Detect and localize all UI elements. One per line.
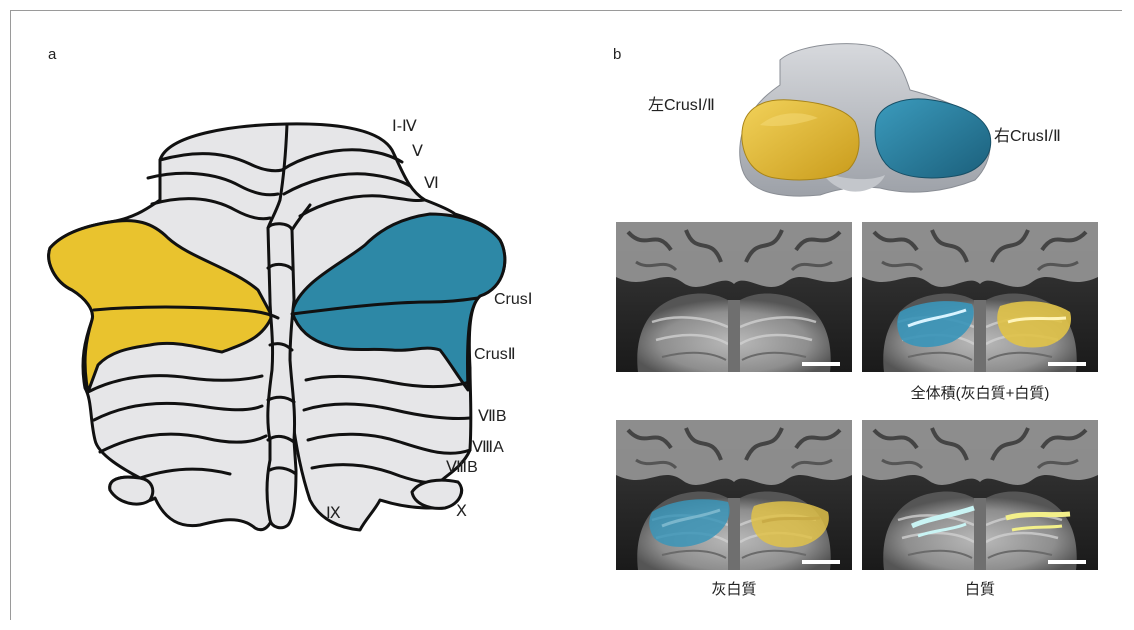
label-lobule-viiib: ⅧB <box>446 459 478 476</box>
scale-bar <box>802 362 840 366</box>
left-crus-label: 左CrusⅠ/Ⅱ <box>648 96 715 114</box>
scale-bar <box>1048 560 1086 564</box>
scale-bar <box>802 560 840 564</box>
panel-b-letter: b <box>613 46 621 63</box>
label-lobule-viib: ⅦB <box>478 408 507 425</box>
label-crus-i: CrusⅠ <box>494 291 533 308</box>
caption-white-matter: 白質 <box>965 580 995 598</box>
label-lobule-v: Ⅴ <box>412 143 423 160</box>
cerebellum-3d-render <box>740 44 991 196</box>
label-lobule-vi: Ⅵ <box>424 175 439 192</box>
caption-total-volume: 全体積(灰白質+白質) <box>911 384 1050 402</box>
mri-white-matter <box>862 420 1098 570</box>
label-lobule-ix: Ⅸ <box>326 505 341 522</box>
panel-a-letter: a <box>48 46 57 63</box>
right-crus-label: 右CrusⅠ/Ⅱ <box>994 127 1061 145</box>
mri-total-volume <box>862 222 1098 372</box>
mri-plain <box>616 222 852 372</box>
label-crus-ii: CrusⅡ <box>474 346 516 363</box>
mri-gray-matter <box>616 420 852 570</box>
caption-gray-matter: 灰白質 <box>711 580 756 598</box>
label-lobule-viiia: ⅧA <box>472 439 504 456</box>
label-lobule-i-iv: Ⅰ-Ⅳ <box>392 118 417 135</box>
scale-bar <box>1048 362 1086 366</box>
label-lobule-x: Ⅹ <box>456 503 467 520</box>
